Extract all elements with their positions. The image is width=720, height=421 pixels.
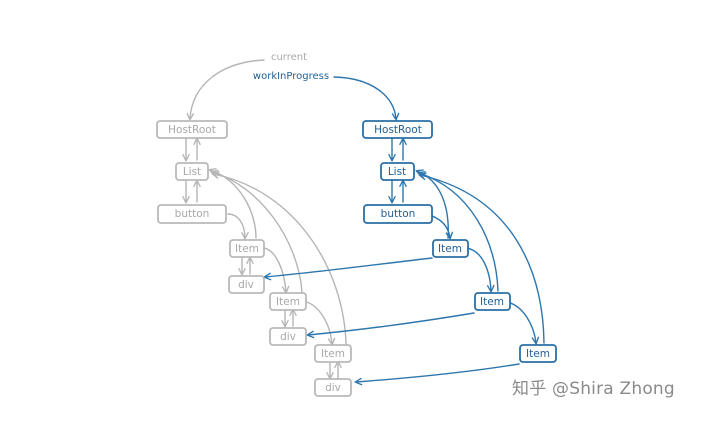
zhihu-watermark: 知乎 @Shira Zhong [512,379,675,399]
current-label: current [271,52,307,63]
current-item-3-node: Item [314,344,352,363]
current-button-label: button [175,208,210,220]
current-item-1-label: Item [235,243,259,255]
wip-button-label: button [381,208,416,220]
current-pointer-arrow [190,59,265,119]
current-item-2-label: Item [276,296,300,308]
current-div-1-label: div [238,279,254,291]
current-tree-edges [186,137,347,378]
current-host-root-node: HostRoot [156,120,228,139]
wip-item-2-label: Item [480,296,504,308]
current-div-3-label: div [325,382,341,394]
wip-item-1-label: Item [438,243,462,255]
current-div-2-label: div [280,331,296,343]
current-list-node: List [175,162,209,181]
work-in-progress-tree-edges [265,137,545,382]
current-host-root-label: HostRoot [168,124,216,136]
current-div-2-node: div [269,327,307,346]
current-button-node: button [157,204,227,224]
current-item-3-label: Item [321,348,345,360]
wip-button-node: button [363,204,433,224]
current-div-1-node: div [228,275,265,294]
wip-item-1-node: Item [432,239,469,258]
current-item-1-node: Item [229,239,265,258]
work-in-progress-pointer-arrow [333,76,396,119]
wip-item-3-label: Item [526,348,550,360]
wip-host-root-label: HostRoot [374,124,422,136]
wip-list-label: List [388,166,406,178]
work-in-progress-label: workInProgress [253,71,329,82]
wip-item-2-node: Item [474,292,511,311]
wip-host-root-node: HostRoot [362,120,433,139]
wip-list-node: List [380,162,415,181]
current-list-label: List [183,166,201,178]
current-item-2-node: Item [269,292,307,311]
current-div-3-node: div [314,378,352,397]
wip-item-3-node: Item [519,344,557,363]
